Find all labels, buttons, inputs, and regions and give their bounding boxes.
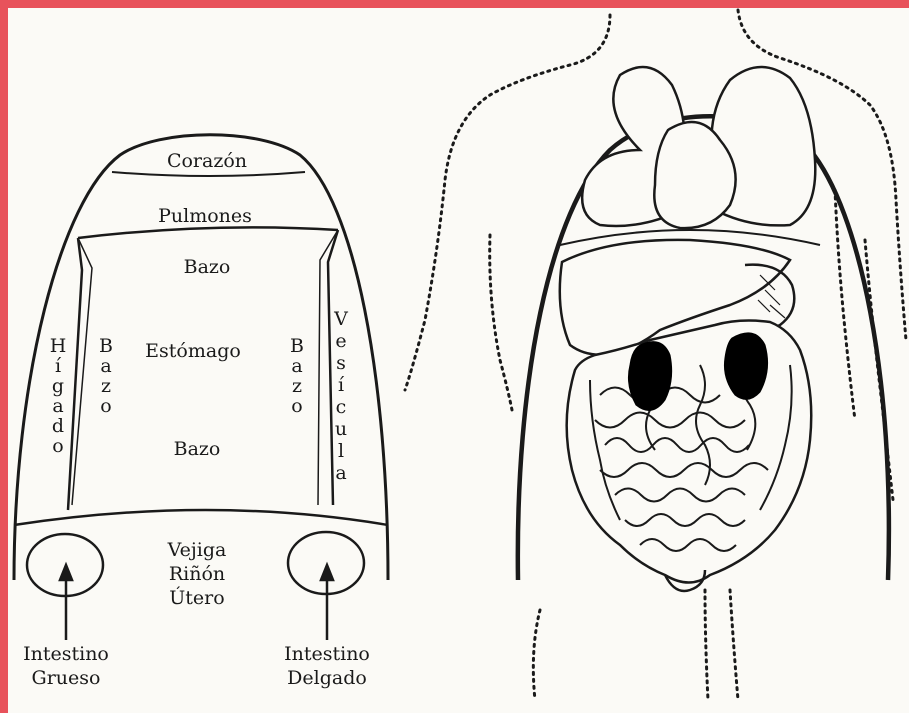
label-intestino-grueso-line1: Intestino [23, 643, 109, 665]
right-kidney [724, 333, 767, 399]
label-vejiga: Vejiga [167, 539, 227, 561]
label-higado-vertical-letter: d [52, 415, 64, 437]
pelvis-divider [14, 510, 388, 525]
label-bazo-top: Bazo [184, 256, 231, 278]
heart-divider [112, 172, 305, 176]
label-vesicula-vertical-letter: c [336, 396, 347, 418]
label-bazo-right-vertical-letter: B [290, 335, 304, 357]
label-intestino-delgado-line1: Intestino [284, 643, 370, 665]
label-vesicula-vertical-letter: í [338, 374, 345, 396]
label-rinon: Riñón [169, 563, 225, 585]
label-bazo-left-vertical-letter: z [101, 375, 111, 397]
label-bazo-left-vertical-letter: B [99, 335, 113, 357]
label-bazo-bottom: Bazo [174, 438, 221, 460]
label-bazo-left-vertical-letter: a [100, 355, 111, 377]
label-vesicula-vertical-letter: l [338, 440, 344, 462]
label-intestino-grueso-line2: Grueso [32, 667, 101, 689]
label-vesicula-vertical-letter: u [335, 418, 347, 440]
left-abdomen-map [14, 135, 388, 596]
label-vesicula-vertical-letter: s [336, 352, 346, 374]
label-bazo-right-vertical-letter: o [291, 395, 302, 417]
label-bazo-left-vertical: Bazo [99, 335, 113, 417]
label-vesicula-vertical-letter: V [333, 308, 348, 330]
label-corazon: Corazón [167, 150, 247, 172]
label-utero: Útero [169, 586, 224, 609]
label-higado-vertical-letter: a [52, 395, 63, 417]
label-estomago: Estómago [145, 340, 241, 362]
label-bazo-left-vertical-letter: o [100, 395, 111, 417]
label-bazo-right-vertical-letter: z [292, 375, 302, 397]
lungs-divider [78, 227, 338, 238]
label-bazo-right-vertical: Bazo [290, 335, 304, 417]
right-torso-organs [518, 67, 889, 591]
label-bazo-right-vertical-letter: a [291, 355, 302, 377]
left-kidney [628, 342, 671, 411]
label-higado-vertical-letter: H [50, 335, 67, 357]
label-higado-vertical-letter: í [55, 355, 62, 377]
label-pulmones: Pulmones [158, 205, 252, 227]
label-intestino-delgado-line2: Delgado [287, 667, 367, 689]
label-higado-vertical-letter: o [52, 435, 63, 457]
label-vesicula-vertical-letter: a [335, 462, 346, 484]
label-vesicula-vertical-letter: e [335, 330, 346, 352]
label-higado-vertical-letter: g [52, 375, 64, 397]
